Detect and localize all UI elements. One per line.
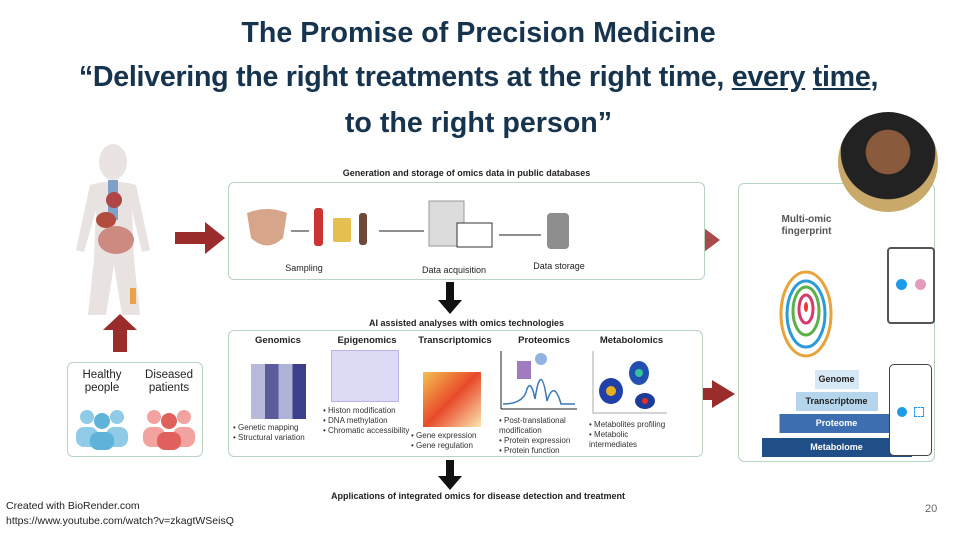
bullet: • Chromatic accessibility <box>323 426 410 435</box>
bullet-list: • Genetic mapping• Structural variation <box>233 423 323 443</box>
phone-mockup-2 <box>889 364 932 456</box>
fingerprint-icon <box>779 270 833 358</box>
people-icons <box>76 410 195 450</box>
omics-analysis-panel: Genomics • Genetic mapping• Structural v… <box>228 330 703 457</box>
pyramid-tier-genome: Genome <box>814 370 859 389</box>
mid-panel-caption: AI assisted analyses with omics technolo… <box>368 318 565 328</box>
genomics-column: Genomics • Genetic mapping• Structural v… <box>233 335 323 456</box>
top-panel-caption: Generation and storage of omics data in … <box>342 168 591 178</box>
healthy-people-icon <box>76 410 128 450</box>
bottom-caption: Applications of integrated omics for dis… <box>330 491 626 501</box>
user-icon <box>896 279 907 290</box>
quote-comma: , <box>870 61 879 93</box>
column-title: Transcriptomics <box>418 335 492 346</box>
arrow-down-1 <box>438 282 462 314</box>
pyramid-tier-proteome: Proteome <box>779 414 894 433</box>
proteomics-peaks-chart <box>500 351 577 410</box>
laptop-icon <box>456 222 493 248</box>
healthy-people-label: Healthy people <box>82 369 122 394</box>
cell-icon <box>915 279 926 290</box>
arrow-analysis-to-fingerprint <box>680 380 735 408</box>
credit-text: Created with BioRender.com <box>6 500 140 512</box>
bullet: • Metabolic intermediates <box>589 430 638 449</box>
epigenomics-chart <box>331 350 399 402</box>
metabolomics-scatter <box>592 351 667 414</box>
bladder-icon <box>247 209 287 246</box>
portrait-photo <box>838 112 938 212</box>
transcriptomics-heatmap <box>423 372 481 427</box>
arrow-groups-to-body <box>103 314 137 352</box>
bullet: • Histon modification <box>323 406 396 415</box>
slide-quote-line-1: “Delivering the right treatments at the … <box>6 60 951 94</box>
pyramid-tier-metabolome: Metabolome <box>761 438 912 457</box>
transcriptomics-column: Transcriptomics • Gene expression• Gene … <box>411 335 499 456</box>
column-title: Epigenomics <box>337 335 397 346</box>
face-id-icon <box>914 407 924 417</box>
diseased-patients-label: Diseased patients <box>145 369 193 394</box>
bullet: • Gene expression <box>411 431 477 440</box>
source-url-link[interactable]: https://www.youtube.com/watch?v=zkagtWSe… <box>6 515 234 527</box>
data-generation-panel: Sampling Data acquisition Data storage <box>228 182 705 280</box>
bullet: • Protein function <box>499 446 560 455</box>
bullet: • Protein expression <box>499 436 571 445</box>
bullet: • Post-translational modification <box>499 416 566 435</box>
step-data-storage: Data storage <box>533 261 585 271</box>
diseased-patients-icon <box>143 410 195 450</box>
fingerprint-title: Multi-omic fingerprint <box>781 214 832 237</box>
step-sampling: Sampling <box>285 263 323 273</box>
sample-tube-icon <box>359 213 367 245</box>
population-groups-panel: Healthy people Diseased patients <box>67 362 203 457</box>
urine-cup-icon <box>333 218 351 242</box>
bullet-list: • Gene expression• Gene regulation <box>411 431 499 451</box>
database-icon <box>547 213 569 249</box>
column-title: Metabolomics <box>599 335 664 346</box>
metabolomics-column: Metabolomics • Metabolites profiling• Me… <box>589 335 674 456</box>
step-data-acquisition: Data acquisition <box>421 265 487 275</box>
quote-emphasis-time: time <box>812 61 871 93</box>
phone-mockup-1 <box>887 247 935 324</box>
pyramid-tier-transcriptome: Transcriptome <box>795 392 878 411</box>
quote-text: “Delivering the right treatments at the … <box>78 61 732 93</box>
human-body-illustration <box>76 144 150 315</box>
slide-title: The Promise of Precision Medicine <box>241 17 716 49</box>
quote-emphasis-every: every <box>731 61 806 93</box>
bullet: • Gene regulation <box>411 441 473 450</box>
bullet: • Structural variation <box>233 433 305 442</box>
user-icon <box>897 407 907 417</box>
bullet-list: • Histon modification• DNA methylation• … <box>323 406 411 436</box>
arrow-body-to-sampling <box>175 222 225 254</box>
bullet-list: • Post-translational modification• Prote… <box>499 416 589 456</box>
column-title: Proteomics <box>518 335 570 346</box>
slide-quote-line-2: to the right person” <box>344 107 613 139</box>
page-number: 20 <box>925 503 938 515</box>
bullet-list: • Metabolites profiling• Metabolic inter… <box>589 420 674 450</box>
blood-tube-icon <box>314 208 323 246</box>
epigenomics-column: Epigenomics • Histon modification• DNA m… <box>323 335 411 456</box>
data-generation-icons <box>247 200 569 249</box>
genomics-heatmap <box>251 364 306 419</box>
bullet: • DNA methylation <box>323 416 388 425</box>
proteomics-column: Proteomics • Post-translational modifica… <box>499 335 589 456</box>
column-title: Genomics <box>255 335 301 346</box>
bullet: • Metabolites profiling <box>589 420 666 429</box>
arrow-down-2 <box>438 460 462 490</box>
bullet: • Genetic mapping <box>233 423 299 432</box>
